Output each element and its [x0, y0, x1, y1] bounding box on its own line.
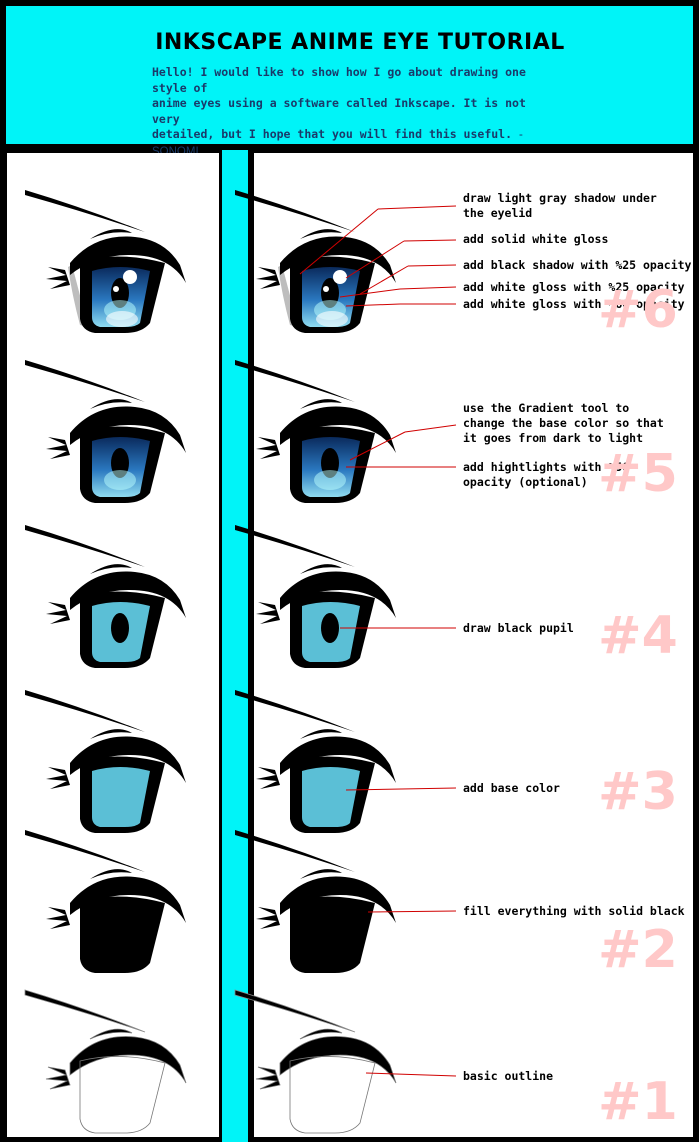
note-highlights: add hightlights with %50 opacity (option… [463, 460, 630, 489]
white-gloss-60 [106, 311, 138, 327]
pointer-line [377, 205, 457, 210]
lash-outline [255, 1028, 397, 1090]
pointer-line [404, 424, 457, 433]
header-banner [6, 6, 693, 144]
lash-outline [45, 1028, 187, 1090]
note-black-shadow: add black shadow with %25 opacity [463, 258, 692, 272]
eyebrow-line [234, 989, 356, 1033]
eye-shape [80, 896, 165, 973]
pointer-line [403, 239, 457, 242]
note-white-gloss-60: add white gloss with %60 opacity [463, 297, 685, 311]
eye-stage-1 [24, 989, 187, 1134]
intro-line: anime eyes using a software called Inksc… [152, 96, 526, 126]
note-gradient-tool: use the Gradient tool to change the base… [463, 401, 664, 445]
eye-stage-3 [235, 690, 396, 833]
eyebrow-line [235, 360, 355, 402]
step-number: #5 [598, 444, 678, 504]
iris [302, 767, 360, 827]
eyebrow-line [25, 360, 145, 402]
pointer-line [299, 208, 379, 275]
note-solid-black: fill everything with solid black [463, 904, 685, 918]
eyebrow-line [25, 190, 145, 232]
intro-line: Hello! I would like to show how I go abo… [152, 65, 526, 95]
eyebrow-line [25, 525, 145, 567]
white-gloss [123, 270, 137, 284]
annotation-lines [299, 205, 457, 1077]
white-gloss [333, 270, 347, 284]
pointer-line [407, 264, 457, 267]
eye-stage-2 [25, 830, 186, 973]
note-base-color: add base color [463, 781, 560, 795]
pointer-line [339, 288, 401, 298]
pointer-line [345, 303, 401, 307]
note-white-gloss: add solid white gloss [463, 232, 609, 246]
eye-outline [79, 1055, 166, 1134]
eye-stage-2 [235, 830, 396, 973]
eyebrow-line [25, 690, 145, 732]
highlight [104, 470, 136, 490]
pointer-line [345, 787, 457, 791]
step-number: #6 [598, 280, 678, 340]
intro-line-text: detailed, but I hope that you will find … [152, 127, 513, 141]
eye-shape [290, 896, 375, 973]
eye-stage-5 [235, 360, 396, 503]
eyebrow-line [24, 989, 146, 1033]
eyebrow-line [235, 190, 355, 232]
pupil [111, 613, 129, 643]
white-gloss-60 [316, 311, 348, 327]
step-number: #4 [598, 606, 678, 666]
pupil [321, 613, 339, 643]
white-gloss-small [113, 286, 119, 292]
pointer-line [359, 265, 409, 295]
eye-stage-6 [235, 190, 396, 333]
pointer-line [365, 1072, 457, 1077]
eye-stage-4 [235, 525, 396, 668]
pointer-line [399, 286, 457, 290]
note-gray-shadow: draw light gray shadow under the eyelid [463, 191, 657, 220]
iris [92, 767, 150, 827]
eye-stage-4 [25, 525, 186, 668]
eye-stage-1 [234, 989, 397, 1134]
highlight [314, 470, 346, 490]
eyebrow-line [25, 830, 145, 872]
pointer-line [349, 431, 406, 461]
eye-stage-5 [25, 360, 186, 503]
white-gloss-small [323, 286, 329, 292]
eyebrow-line [235, 525, 355, 567]
eye-stage-3 [25, 690, 186, 833]
pointer-line [345, 240, 405, 279]
eyebrow-line [235, 690, 355, 732]
intro-text: Hello! I would like to show how I go abo… [152, 65, 552, 160]
note-black-pupil: draw black pupil [463, 621, 574, 635]
step-number: #3 [598, 762, 678, 822]
page-title: INKSCAPE ANIME EYE TUTORIAL [155, 30, 565, 55]
step-number: #2 [598, 920, 678, 980]
note-basic-outline: basic outline [463, 1069, 554, 1083]
step-number: #1 [598, 1072, 678, 1132]
eyebrow-line [235, 830, 355, 872]
note-white-gloss-25: add white gloss with %25 opacity [463, 280, 685, 294]
eye-outline [289, 1055, 376, 1134]
pointer-line [367, 910, 457, 913]
eye-stage-6 [25, 190, 186, 333]
divider-strip [222, 150, 248, 1142]
